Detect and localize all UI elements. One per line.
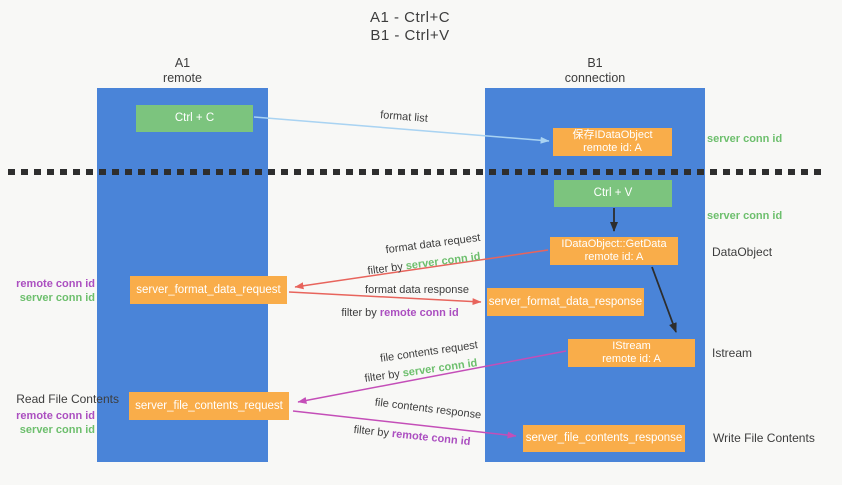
format-list-label: format list xyxy=(379,109,429,125)
lane-b1-role: connection xyxy=(564,71,626,85)
machine-separator-dotted-line xyxy=(8,169,822,175)
title-line-2: B1 - Ctrl+V xyxy=(370,27,450,44)
lane-b1-name: B1 xyxy=(587,56,603,70)
remote-conn-id-left-top: remote conn id xyxy=(16,278,95,290)
filter-remote-conn-id: remote conn id xyxy=(379,307,459,319)
server-file-contents-response-node: server_file_contents_response xyxy=(523,425,685,452)
filter-remote-conn-id: remote conn id xyxy=(391,427,471,449)
save-idataobject-node: 保存IDataObject remote id: A xyxy=(553,128,672,156)
format-data-response-label: format data response xyxy=(365,284,469,296)
save-idataobject-line1: 保存IDataObject xyxy=(572,129,653,141)
ctrl-c-label: Ctrl + C xyxy=(174,112,215,124)
filter-by-text: filter by xyxy=(341,307,380,319)
filter-server-conn-id: server conn id xyxy=(405,250,482,273)
lane-a1-name: A1 xyxy=(174,56,191,70)
dataobject-annotation: DataObject xyxy=(712,245,773,259)
istream-line1: IStream xyxy=(612,340,651,352)
filter-server-conn-id: server conn id xyxy=(401,357,479,380)
server-file-contents-request-label: server_file_contents_request xyxy=(135,400,283,412)
lane-a1-role: remote xyxy=(163,71,202,85)
diagram-title: A1 - Ctrl+C B1 - Ctrl+V xyxy=(300,9,520,45)
server-conn-id-left-bottom: server conn id xyxy=(19,424,95,436)
ctrl-v-node: Ctrl + V xyxy=(554,180,672,207)
server-conn-id-right-mid: server conn id xyxy=(707,210,783,222)
server-file-contents-response-label: server_file_contents_response xyxy=(525,432,683,444)
save-idataobject-line2: remote id: A xyxy=(583,142,642,154)
istream-line2: remote id: A xyxy=(602,353,661,365)
filter-by-text: filter by xyxy=(363,367,404,385)
write-file-contents-annotation: Write File Contents xyxy=(713,431,815,445)
read-file-contents-annotation: Read File Contents xyxy=(16,392,119,406)
server-format-data-request-label: server_format_data_request xyxy=(136,284,281,296)
istream-annotation: Istream xyxy=(712,346,753,360)
lane-header-a1: A1 remote xyxy=(97,56,268,86)
lane-header-b1: B1 connection xyxy=(485,56,705,86)
title-line-1: A1 - Ctrl+C xyxy=(369,9,451,26)
remote-conn-id-left-bottom: remote conn id xyxy=(16,410,95,422)
istream-node: IStream remote id: A xyxy=(568,339,695,367)
format-data-response-filter-label: filter by remote conn id xyxy=(341,307,458,319)
idataobject-getdata-node: IDataObject::GetData remote id: A xyxy=(550,237,678,265)
file-contents-response-filter-label: filter by remote conn id xyxy=(353,424,471,448)
getdata-line2: remote id: A xyxy=(584,251,644,263)
format-data-request-filter-label: filter by server conn id xyxy=(367,251,481,278)
server-conn-id-left-top: server conn id xyxy=(19,292,95,304)
ctrl-c-node: Ctrl + C xyxy=(136,105,253,132)
server-format-data-request-node: server_format_data_request xyxy=(130,276,287,304)
ctrl-v-label: Ctrl + V xyxy=(593,187,633,199)
server-format-data-response-node: server_format_data_response xyxy=(487,288,644,316)
filter-by-text: filter by xyxy=(353,423,393,440)
getdata-line1: IDataObject::GetData xyxy=(561,238,667,250)
server-file-contents-request-node: server_file_contents_request xyxy=(129,392,289,420)
server-format-data-response-label: server_format_data_response xyxy=(488,296,643,308)
filter-by-text: filter by xyxy=(366,260,407,278)
file-contents-response-label: file contents response xyxy=(374,396,482,422)
server-conn-id-right-top: server conn id xyxy=(707,133,783,145)
